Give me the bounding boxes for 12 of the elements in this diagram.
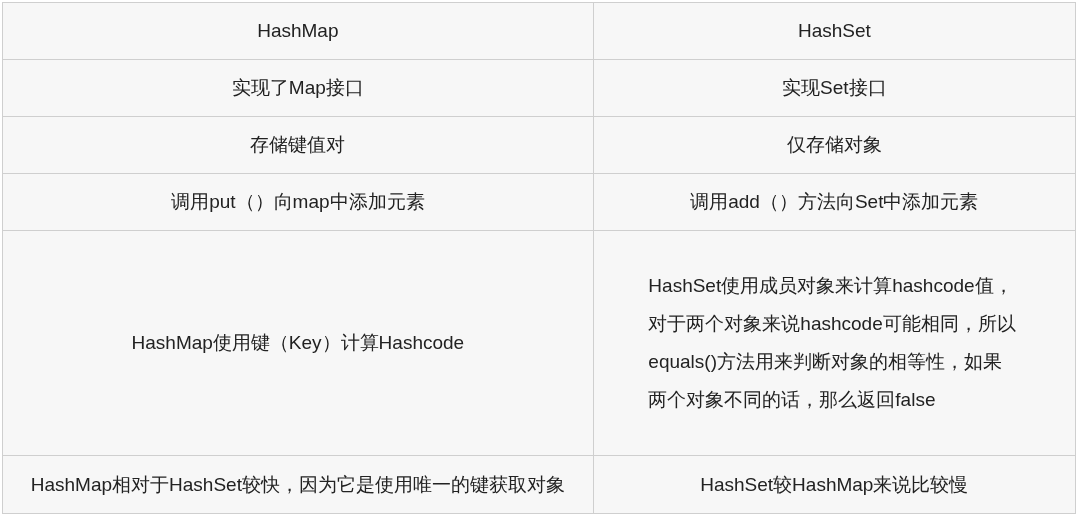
header-text: HashMap <box>257 20 339 42</box>
cell-text: 存储键值对 <box>250 133 346 157</box>
header-text: HashSet <box>797 20 871 42</box>
cell-text: 仅存储对象 <box>786 133 882 157</box>
cell-text: HashSet使用成员对象来计算hashcode值，对于两个对象来说hashcode可能相同，所以equals()方法用来判断对象的相等性，如果两个对象不同的话，那么返回false <box>648 274 1017 412</box>
cell-text: 实现了Map接口 <box>231 76 364 100</box>
cell-text: 实现Set接口 <box>782 76 887 100</box>
cell-text: HashMap使用键（Key）计算Hashcode <box>131 331 465 355</box>
cell-text: 调用add（）方法向Set中添加元素 <box>690 190 979 214</box>
cell-text: HashSet较HashMap来说比较慢 <box>700 472 969 497</box>
cell-text: HashMap相对于HashSet较快，因为它是使用唯一的键获取对象 <box>30 472 565 497</box>
cell-text: 调用put（）向map中添加元素 <box>171 190 425 214</box>
